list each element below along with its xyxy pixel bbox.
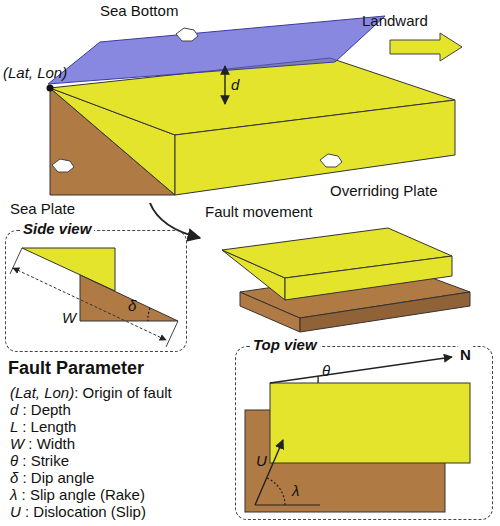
parameter-symbol: θ <box>10 452 22 469</box>
part-label: λ <box>292 482 299 500</box>
view-panel: Side view <box>5 230 187 352</box>
slip-arrow <box>255 440 283 505</box>
overriding-front-face <box>175 100 455 195</box>
parameter-text: : Strike <box>22 452 69 469</box>
parameter-line: λ : Slip angle (Rake) <box>10 486 145 504</box>
part-label: W <box>62 309 76 327</box>
origin-dot <box>47 85 54 92</box>
reference-line <box>255 505 320 506</box>
overriding-front-face <box>285 256 452 300</box>
list-heading: Fault Parameter <box>8 358 144 379</box>
movement-arrow <box>150 203 200 238</box>
part-label: Fault movement <box>205 203 313 221</box>
parameter-text: : Origin of fault <box>74 384 172 401</box>
part-label: Landward <box>362 12 428 30</box>
panel-heading: Side view <box>20 220 94 238</box>
part-label: d <box>231 76 239 94</box>
sea-bottom-plane <box>48 16 385 84</box>
part-label: Sea Bottom <box>100 2 178 20</box>
pointer-icon <box>320 154 342 167</box>
part-label: N <box>458 346 473 364</box>
parameter-text: : Slip angle (Rake) <box>22 486 145 503</box>
parameter-line: δ : Dip angle <box>10 469 94 487</box>
parameter-text: : Width <box>28 435 75 452</box>
top-view-drawing <box>245 357 470 512</box>
strike-arc <box>317 376 318 383</box>
pointer-icons <box>52 28 342 172</box>
parameter-text: : Length <box>22 418 76 435</box>
panel-heading: Top view <box>250 336 320 354</box>
part-label: Overriding Plate <box>330 182 438 200</box>
parameter-symbol: L <box>10 418 22 435</box>
overriding-plan <box>270 383 470 463</box>
width-dimension <box>13 268 166 340</box>
moved-block <box>222 228 470 332</box>
rake-arc <box>267 478 285 505</box>
parameter-text: : Dip angle <box>23 469 95 486</box>
pointer-icon <box>52 159 74 172</box>
view-panel: Top view <box>235 346 493 520</box>
extension-line <box>10 248 22 274</box>
parameter-symbol: δ <box>10 469 23 486</box>
parameter-symbol: λ <box>10 486 22 503</box>
part-label: U <box>256 452 267 470</box>
parameter-symbol: U <box>10 503 25 520</box>
north-arrow <box>270 357 452 383</box>
part-label: θ <box>322 362 330 380</box>
sea-plate-front <box>300 292 470 332</box>
side-view-drawing <box>10 248 178 347</box>
depth-arrow <box>224 66 225 104</box>
parameter-line: W : Width <box>10 435 75 453</box>
parameter-line: θ : Strike <box>10 452 69 470</box>
parameter-line: (Lat, Lon): Origin of fault <box>10 384 172 402</box>
part-label: Sea Plate <box>10 200 75 218</box>
extension-line <box>166 321 178 347</box>
parameter-symbol: W <box>10 435 28 452</box>
part-label: δ <box>128 297 136 315</box>
parameter-text: : Depth <box>23 401 71 418</box>
sea-plate-section <box>80 275 178 321</box>
parameter-line: L : Length <box>10 418 76 436</box>
pointer-icon <box>176 28 198 41</box>
dip-arc <box>148 308 150 321</box>
part-label: (Lat, Lon) <box>3 64 67 82</box>
landward-arrow <box>390 33 462 61</box>
parameter-symbol: (Lat, Lon) <box>10 384 74 401</box>
parameter-text: : Dislocation (Slip) <box>25 503 146 520</box>
parameter-symbol: d <box>10 401 23 418</box>
parameter-line: U : Dislocation (Slip) <box>10 503 146 521</box>
parameter-line: d : Depth <box>10 401 71 419</box>
